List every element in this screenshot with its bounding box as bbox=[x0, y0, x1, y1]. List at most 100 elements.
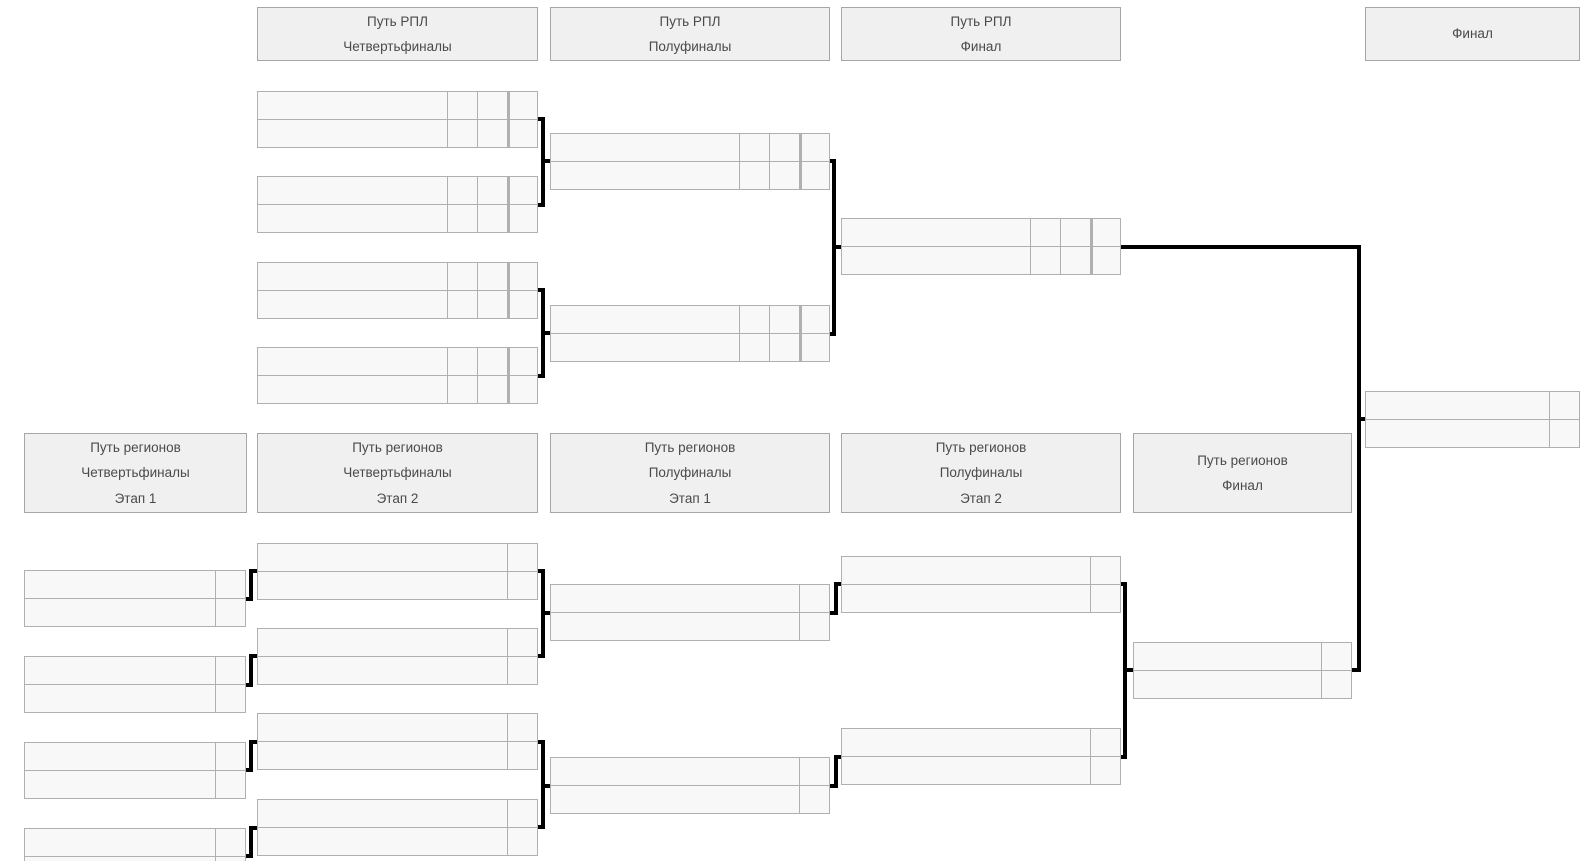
score-cell bbox=[477, 376, 507, 403]
connector-reg-qf2-leg-in-1 bbox=[249, 569, 257, 573]
header-line: Этап 1 bbox=[669, 490, 711, 506]
match-rpl-qf-3 bbox=[257, 262, 538, 319]
team-slot bbox=[25, 829, 245, 856]
score-cell bbox=[1060, 247, 1090, 274]
team-slot bbox=[258, 544, 537, 571]
connector-reg-qf-leg-vertical-2 bbox=[249, 654, 253, 687]
team-name bbox=[842, 247, 1030, 274]
connector-reg-final-in bbox=[1123, 668, 1133, 672]
score-cell bbox=[507, 177, 537, 204]
connector-reg-qf-leg-vertical-1 bbox=[249, 569, 253, 601]
score-cell bbox=[507, 348, 537, 375]
team-name bbox=[551, 613, 799, 640]
score-cell bbox=[447, 120, 477, 147]
score-cell bbox=[447, 376, 477, 403]
match-rpl-qf-2 bbox=[257, 176, 538, 233]
team-slot bbox=[551, 612, 829, 640]
score-cell bbox=[215, 657, 245, 684]
score-cell bbox=[1549, 420, 1579, 447]
team-slot bbox=[258, 741, 537, 769]
team-name bbox=[1366, 420, 1549, 447]
team-name bbox=[258, 572, 507, 599]
connector-rpl-final-in bbox=[832, 245, 841, 249]
match-rpl-sf-1 bbox=[550, 133, 830, 190]
team-name bbox=[551, 334, 739, 361]
match-reg-sf-leg2-1 bbox=[841, 556, 1121, 613]
team-slot bbox=[842, 219, 1120, 246]
score-cell bbox=[1090, 247, 1120, 274]
score-cell bbox=[215, 571, 245, 598]
header-line: Финал bbox=[1222, 478, 1263, 493]
match-reg-qf-leg2-4 bbox=[257, 799, 538, 856]
header-line: Путь регионов bbox=[90, 439, 181, 455]
team-slot bbox=[25, 598, 245, 626]
match-rpl-final bbox=[841, 218, 1121, 275]
score-cell bbox=[447, 177, 477, 204]
match-reg-qf-leg1-2 bbox=[24, 656, 246, 713]
score-cell bbox=[739, 162, 769, 189]
team-slot bbox=[842, 584, 1120, 612]
match-rpl-qf-4 bbox=[257, 347, 538, 404]
team-name bbox=[258, 205, 447, 232]
connector-reg-sf-leg-vertical-1 bbox=[834, 582, 838, 615]
team-slot bbox=[258, 656, 537, 684]
score-cell bbox=[1060, 219, 1090, 246]
score-cell bbox=[447, 348, 477, 375]
header-regions-qf-leg2: Путь регионов Четвертьфиналы Этап 2 bbox=[257, 433, 538, 513]
score-cell bbox=[1090, 757, 1120, 784]
connector-reg-sf2-leg-in-1 bbox=[834, 582, 841, 586]
score-cell bbox=[507, 92, 537, 119]
score-cell bbox=[1549, 392, 1579, 419]
header-regions-qf-leg1: Путь регионов Четвертьфиналы Этап 1 bbox=[24, 433, 247, 513]
team-name bbox=[842, 219, 1030, 246]
team-slot bbox=[842, 557, 1120, 584]
score-cell bbox=[477, 205, 507, 232]
connector-rpl-sf1-in bbox=[541, 159, 550, 163]
team-name bbox=[551, 306, 739, 333]
connector-reg-qf2-leg-in-2 bbox=[249, 654, 257, 658]
match-grand-final bbox=[1365, 391, 1580, 448]
connector-reg-sf1-in-2 bbox=[541, 784, 550, 788]
team-slot bbox=[25, 657, 245, 684]
connector-reg-qf2-leg-in-3 bbox=[249, 740, 257, 744]
team-slot bbox=[258, 177, 537, 204]
team-slot bbox=[25, 770, 245, 798]
team-slot bbox=[258, 263, 537, 290]
team-name bbox=[258, 742, 507, 769]
team-name bbox=[551, 162, 739, 189]
connector-reg-qf-leg-vertical-4 bbox=[249, 826, 253, 858]
header-regions-sf-leg2: Путь регионов Полуфиналы Этап 2 bbox=[841, 433, 1121, 513]
score-cell bbox=[215, 771, 245, 798]
header-regions-final: Путь регионов Финал bbox=[1133, 433, 1352, 513]
score-cell bbox=[507, 120, 537, 147]
team-slot bbox=[258, 800, 537, 827]
score-cell bbox=[799, 162, 829, 189]
team-slot bbox=[258, 571, 537, 599]
match-rpl-qf-1 bbox=[257, 91, 538, 148]
connector-rpl-qf2-out bbox=[538, 203, 545, 207]
team-name bbox=[1366, 392, 1549, 419]
score-cell bbox=[215, 599, 245, 626]
team-name bbox=[258, 544, 507, 571]
header-grand-final: Финал bbox=[1365, 7, 1580, 61]
team-name bbox=[842, 757, 1090, 784]
team-slot bbox=[551, 585, 829, 612]
team-name bbox=[551, 134, 739, 161]
score-cell bbox=[447, 92, 477, 119]
team-slot bbox=[258, 827, 537, 855]
score-cell bbox=[507, 572, 537, 599]
header-line: Путь РПЛ bbox=[950, 13, 1012, 29]
score-cell bbox=[447, 291, 477, 318]
team-name bbox=[258, 376, 447, 403]
score-cell bbox=[215, 829, 245, 856]
match-reg-qf-leg2-2 bbox=[257, 628, 538, 685]
header-regions-sf-leg1: Путь регионов Полуфиналы Этап 1 bbox=[550, 433, 830, 513]
team-name bbox=[258, 629, 507, 656]
score-cell bbox=[507, 657, 537, 684]
team-name bbox=[551, 786, 799, 813]
score-cell bbox=[507, 544, 537, 571]
score-cell bbox=[477, 120, 507, 147]
team-name bbox=[842, 585, 1090, 612]
match-reg-qf-leg1-4 bbox=[24, 828, 246, 861]
